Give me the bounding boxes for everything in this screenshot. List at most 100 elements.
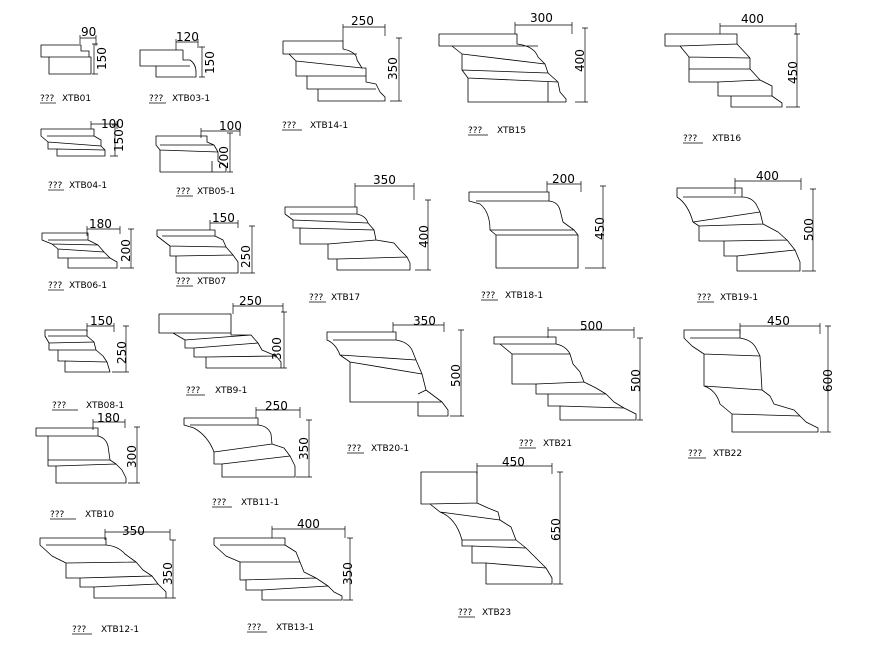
height-dimension [120, 228, 134, 269]
moulding-xtb17: 350 400 ??? XTB17 [284, 173, 431, 303]
profile [676, 187, 801, 272]
height-label: 250 [115, 341, 129, 364]
moulding-xtb18-1: 200 450 ??? XTB18-1 [468, 172, 607, 301]
height-label: 350 [161, 562, 175, 585]
width-dimension [92, 419, 126, 430]
width-label: 500 [580, 319, 603, 333]
moulding-xtb22: 450 600 ??? XTB22 [683, 314, 835, 459]
moulding-xtb15: 300 400 ??? XTB15 [438, 11, 588, 136]
width-label: 200 [552, 172, 575, 186]
height-dimension [296, 419, 312, 478]
moulding-xtb05-1: 100 200 ??? XTB05-1 [155, 119, 242, 197]
width-dimension [200, 128, 241, 138]
height-label: 300 [270, 337, 284, 360]
width-dimension [104, 529, 171, 540]
profile [282, 40, 386, 102]
width-dimension [719, 23, 797, 34]
profile [40, 128, 106, 157]
width-dimension [209, 220, 239, 230]
height-label: 150 [95, 47, 109, 70]
width-label: 350 [373, 173, 396, 187]
height-label: 400 [417, 225, 431, 248]
label-name: XTB06-1 [69, 281, 107, 291]
width-label: 450 [502, 455, 525, 469]
label-name: XTB05-1 [197, 187, 235, 197]
label-prefix: ??? [186, 386, 201, 396]
height-label: 350 [341, 562, 355, 585]
moulding-xtb16: 400 450 ??? XTB16 [664, 12, 800, 144]
width-dimension [175, 39, 199, 50]
width-label: 350 [122, 524, 145, 538]
label-prefix: ??? [52, 401, 67, 411]
width-label: 400 [297, 517, 320, 531]
height-dimension [166, 539, 176, 599]
moulding-xtb08-1: 150 250 ??? XTB08-1 [44, 314, 129, 411]
height-dimension [585, 185, 606, 269]
label-prefix: ??? [347, 444, 362, 454]
label-name: XTB17 [331, 293, 360, 303]
height-label: 150 [203, 51, 217, 74]
height-label: 500 [629, 369, 643, 392]
height-dimension [343, 537, 353, 601]
width-dimension [86, 226, 121, 236]
width-dimension [547, 327, 635, 338]
label-name: XTB12-1 [101, 625, 139, 635]
height-dimension [227, 132, 233, 173]
label-prefix: ??? [468, 126, 483, 136]
width-dimension [86, 323, 115, 332]
height-label: 450 [786, 61, 800, 84]
label-prefix: ??? [50, 510, 65, 520]
moulding-xtb13-1: 400 350 ??? XTB13-1 [213, 517, 355, 633]
label-name: XTB9-1 [215, 386, 247, 396]
width-dimension [739, 323, 821, 334]
height-dimension [820, 325, 831, 433]
moulding-xtb01: 90 150 ??? XTB01 [40, 25, 109, 104]
width-label: 250 [239, 294, 262, 308]
profile [35, 427, 127, 484]
label-prefix: ??? [481, 291, 496, 301]
width-label: 100 [219, 119, 242, 133]
height-dimension [110, 124, 118, 157]
profile [41, 232, 118, 269]
height-label: 450 [593, 217, 607, 240]
width-dimension [271, 526, 346, 538]
label-name: XTB18-1 [505, 291, 543, 301]
width-label: 90 [81, 25, 96, 39]
profile [40, 44, 92, 75]
width-dimension [514, 22, 573, 34]
height-label: 200 [217, 146, 231, 169]
label-prefix: ??? [48, 281, 63, 291]
width-dimension [354, 183, 415, 207]
width-dimension [255, 407, 301, 418]
label-prefix: ??? [176, 187, 191, 197]
profile [44, 329, 111, 373]
height-label: 250 [239, 245, 253, 268]
label-prefix: ??? [247, 623, 262, 633]
profile [155, 135, 227, 173]
profile [139, 49, 197, 78]
width-label: 300 [530, 11, 553, 25]
profile [213, 537, 343, 601]
height-label: 600 [821, 369, 835, 392]
label-name: XTB07 [197, 277, 226, 287]
height-dimension [390, 37, 402, 102]
width-dimension [546, 181, 582, 192]
moulding-xtb19-1: 400 500 ??? XTB19-1 [676, 169, 816, 303]
moulding-xtb12-1: 350 350 ??? XTB12-1 [39, 524, 176, 635]
width-label: 400 [741, 12, 764, 26]
height-dimension [786, 33, 800, 108]
width-dimension [232, 303, 284, 314]
label-name: XTB08-1 [86, 401, 124, 411]
height-label: 500 [449, 364, 463, 387]
profile [183, 417, 296, 478]
width-label: 150 [90, 314, 113, 328]
label-prefix: ??? [688, 449, 703, 459]
profile [326, 331, 449, 417]
height-dimension [450, 329, 464, 417]
height-dimension [199, 46, 205, 78]
label-prefix: ??? [458, 608, 473, 618]
label-name: XTB03-1 [172, 94, 210, 104]
profile [39, 537, 167, 599]
label-name: XTB01 [62, 94, 91, 104]
